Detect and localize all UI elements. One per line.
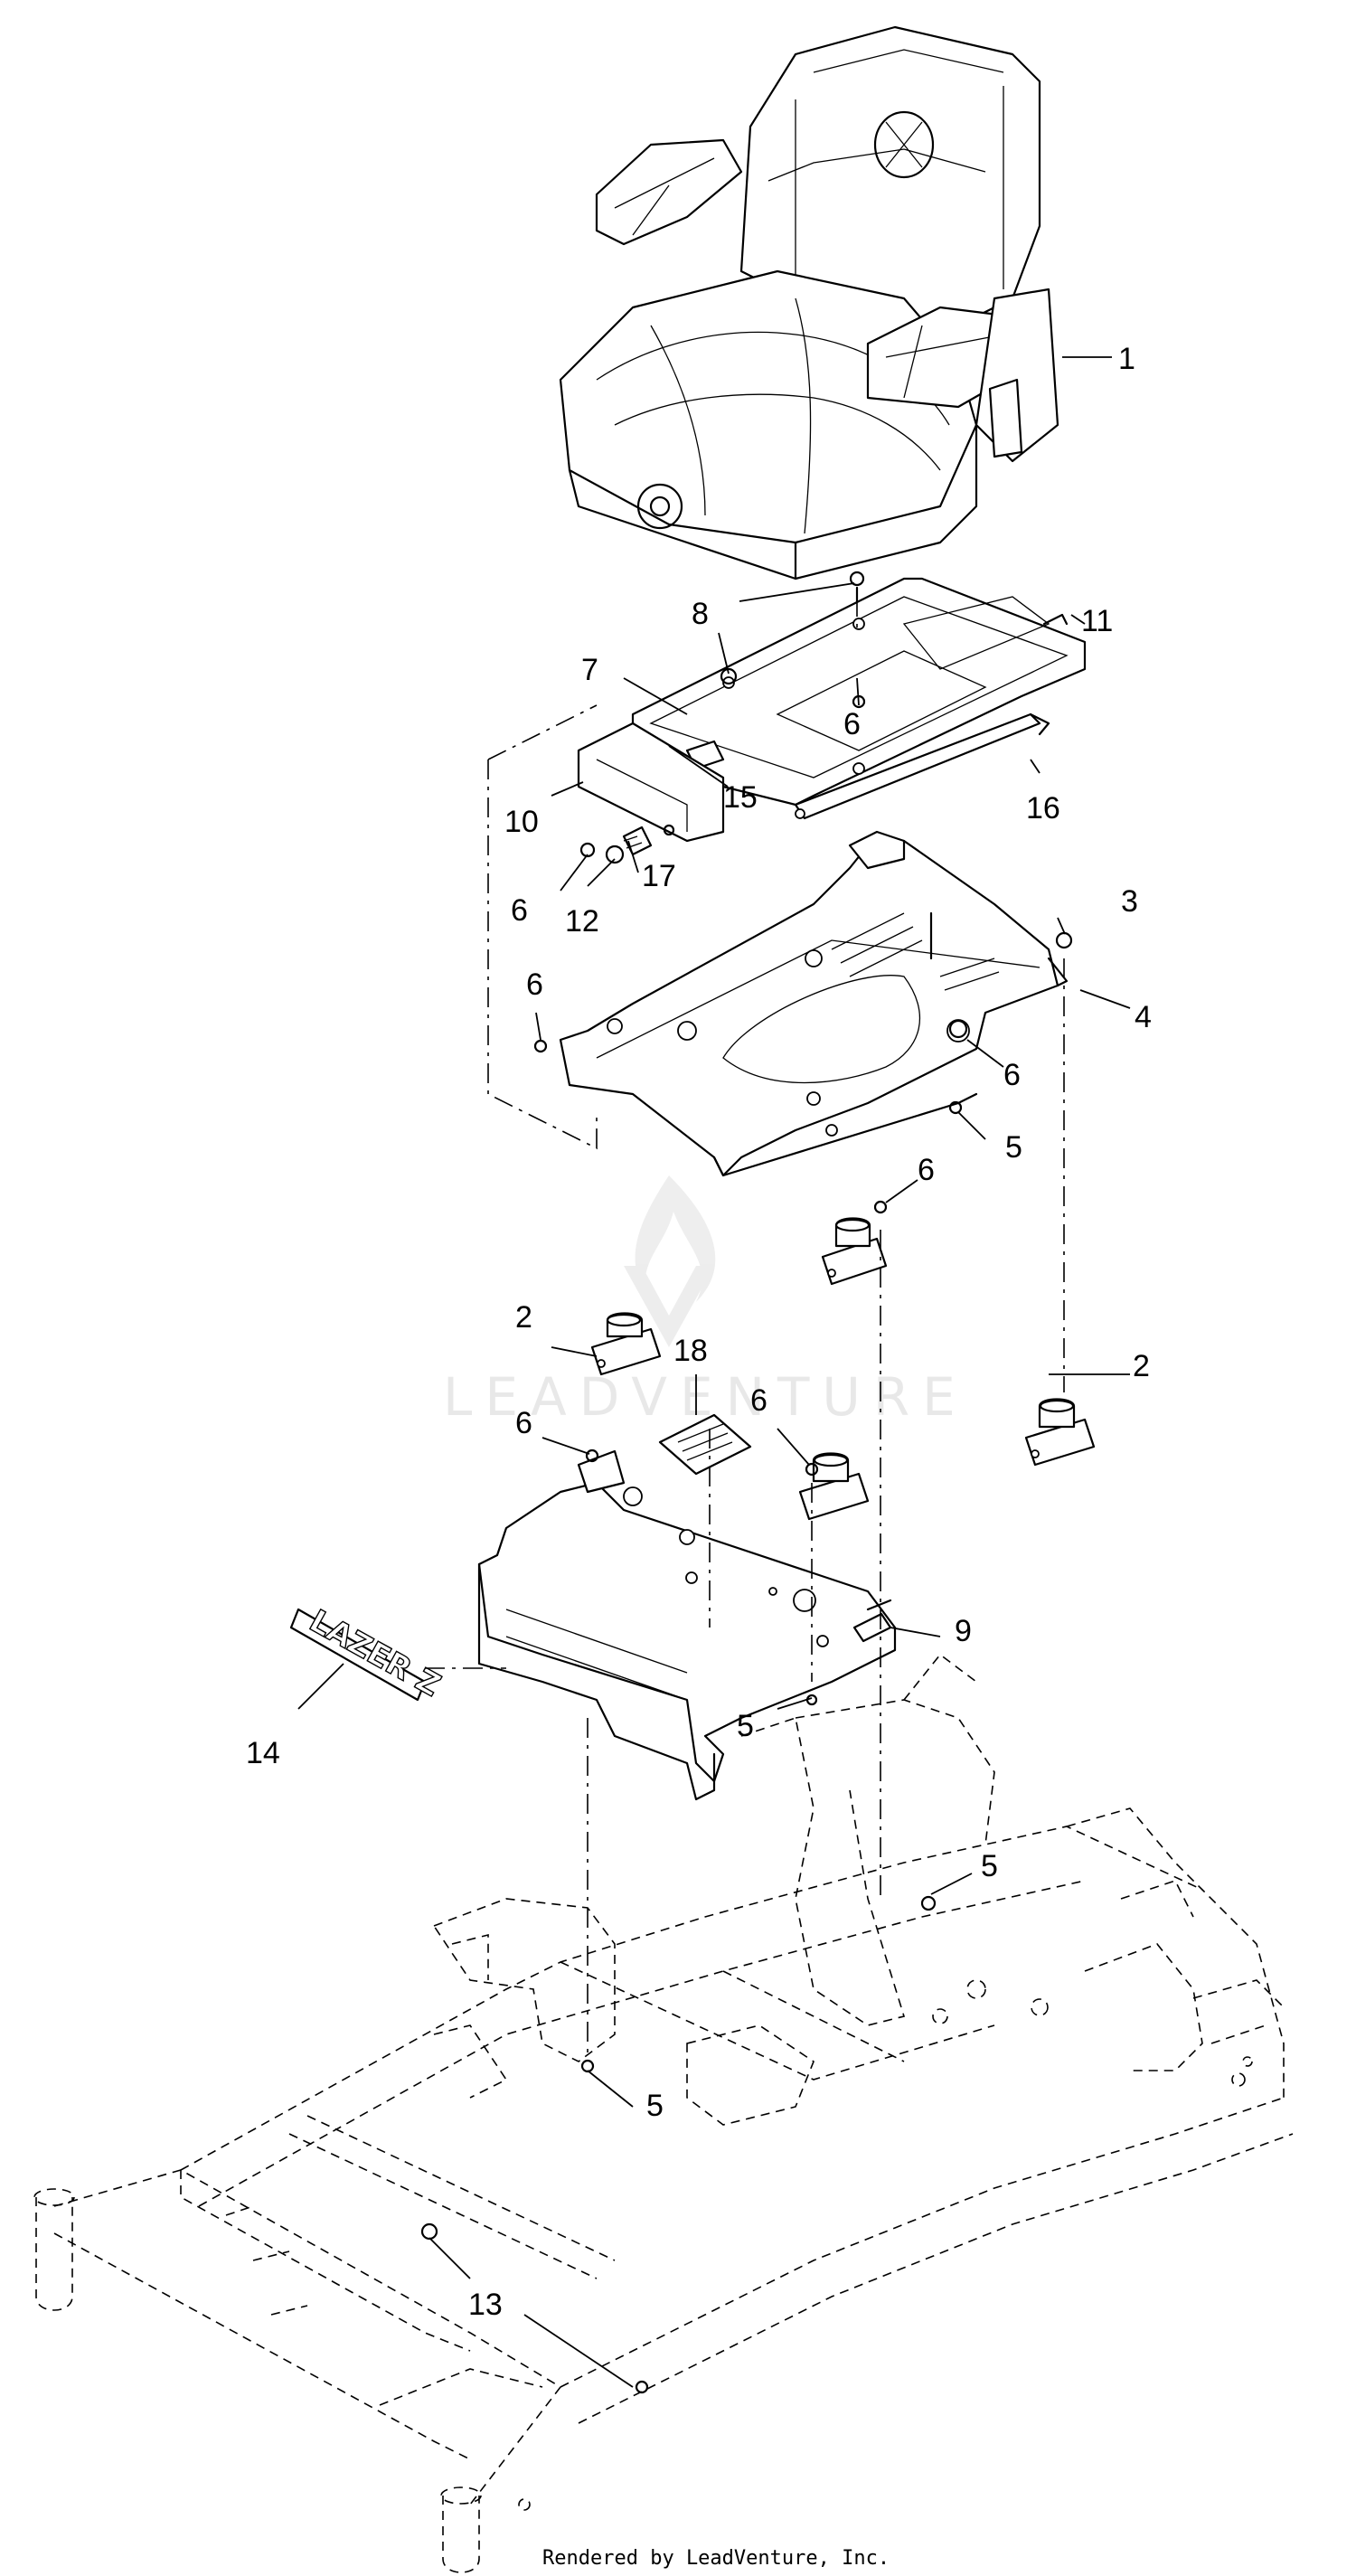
isolator-mount-left — [590, 1312, 662, 1376]
leadventure-watermark-logo: LEADVENTURE — [443, 1175, 968, 1428]
callout-5-tower: 5 — [981, 1849, 998, 1883]
callout-15: 15 — [723, 780, 758, 815]
seat-support-platform — [477, 1449, 897, 1801]
seat-assembly — [559, 25, 1059, 626]
callout-labels: 1 2 2 3 4 5 5 5 5 6 6 6 6 6 6 6 7 8 9 10… — [246, 342, 1152, 2322]
callout-11: 11 — [1081, 604, 1113, 638]
nameplate-text: LAZER Z — [304, 1603, 447, 1704]
hardware-nuts-bolts — [420, 571, 1073, 2394]
callout-6-isolator-left: 6 — [515, 1406, 532, 1440]
callout-6-isolator-top: 6 — [918, 1153, 935, 1187]
callout-13: 13 — [468, 2288, 503, 2322]
callout-7: 7 — [581, 653, 598, 687]
render-credit: Rendered by LeadVenture, Inc. — [542, 2547, 890, 2570]
alignment-lines — [425, 597, 1065, 2062]
callout-6-isolator-front: 6 — [750, 1383, 767, 1418]
callout-3: 3 — [1121, 884, 1138, 919]
mower-chassis-frame — [33, 1653, 1294, 2573]
callout-18: 18 — [673, 1334, 708, 1368]
callout-17: 17 — [642, 859, 676, 893]
isolator-mount-front — [798, 1452, 870, 1521]
callout-10: 10 — [504, 805, 539, 839]
seat-adjust-lever-group — [487, 704, 725, 1150]
seat-mount-plate — [559, 830, 1069, 1177]
leader-lines — [297, 356, 1131, 2388]
callout-5-plate: 5 — [1005, 1130, 1022, 1165]
lazer-z-nameplate: LAZER Z — [289, 1602, 447, 1704]
callout-2-left: 2 — [515, 1300, 532, 1335]
callout-4: 4 — [1135, 1000, 1152, 1034]
callout-5-frame: 5 — [646, 2089, 664, 2123]
callout-16: 16 — [1026, 791, 1060, 826]
callout-8: 8 — [692, 597, 709, 631]
isolator-mount-center — [821, 1217, 888, 1286]
isolator-mount-right — [1024, 1398, 1096, 1467]
callout-6-plate-right: 6 — [1003, 1058, 1021, 1092]
callout-6-lever: 6 — [511, 893, 528, 928]
callout-6-frame: 6 — [843, 707, 861, 741]
instruction-decal — [658, 1413, 752, 1476]
watermark-text: LEADVENTURE — [443, 1366, 968, 1428]
callout-2-right: 2 — [1133, 1349, 1150, 1383]
callout-1: 1 — [1118, 342, 1135, 376]
callout-5-platform: 5 — [737, 1709, 754, 1743]
callout-9: 9 — [955, 1614, 972, 1648]
callout-12: 12 — [565, 904, 599, 939]
callout-6-plate-left: 6 — [526, 967, 543, 1002]
callout-14: 14 — [246, 1736, 280, 1770]
